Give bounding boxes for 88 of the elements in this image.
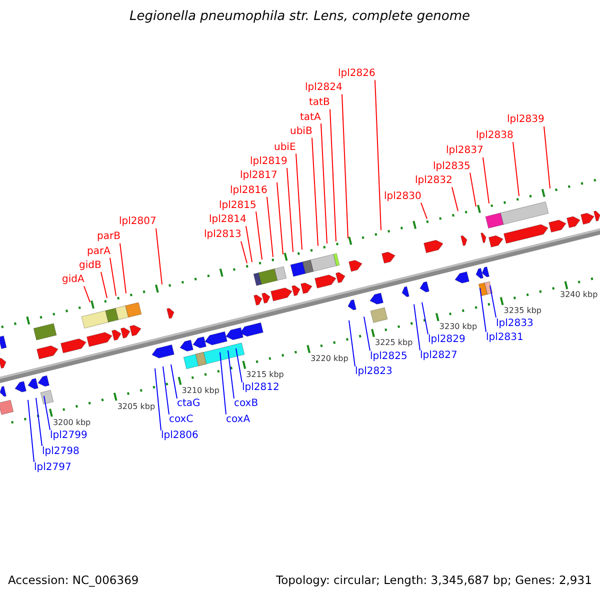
gene-label: lpl2830 xyxy=(384,190,422,202)
leader-line xyxy=(154,368,162,431)
gene-label: lpl2831 xyxy=(486,332,524,344)
scale-label: 3230 kbp xyxy=(439,322,478,332)
leader-line xyxy=(44,395,50,430)
gene-label: gidB xyxy=(79,260,102,272)
gene-label: lpl2833 xyxy=(496,318,534,330)
leader-line xyxy=(320,123,328,244)
gene-label: ubiB xyxy=(290,126,312,138)
gene-label: lpl2825 xyxy=(370,350,408,362)
leader-line xyxy=(470,172,476,208)
gene-label: lpl2798 xyxy=(42,446,80,458)
gene-label: coxC xyxy=(169,414,194,426)
leader-line xyxy=(422,302,428,335)
gene-label: lpl2806 xyxy=(161,430,198,442)
accession-text: Accession: NC_006369 xyxy=(8,574,139,588)
gene-label: parB xyxy=(97,231,120,243)
scale-label: 3215 kbp xyxy=(246,370,284,380)
gene-label: parA xyxy=(87,246,110,258)
leader-line xyxy=(220,352,226,415)
leader-line xyxy=(36,397,42,446)
leader-line xyxy=(246,226,252,263)
gene-label: gidA xyxy=(62,274,84,286)
gene-label: lpl2807 xyxy=(119,216,156,228)
gene-label: lpl2815 xyxy=(219,200,256,212)
gene-label: lpl2829 xyxy=(428,334,466,346)
gene-label: lpl2813 xyxy=(204,229,242,241)
leader-line xyxy=(236,348,242,383)
leader-line xyxy=(374,80,382,231)
leader-line xyxy=(512,142,520,196)
scale-label: 3205 kbp xyxy=(117,402,156,411)
leader-line xyxy=(84,286,90,303)
leader-line xyxy=(240,240,248,264)
scale-label: 3235 kbp xyxy=(504,306,542,316)
leader-line xyxy=(162,366,170,415)
scale-label: 3220 kbp xyxy=(310,354,348,364)
gene-label: lpl2835 xyxy=(433,160,470,172)
leader-line xyxy=(490,285,496,318)
gene-label: lpl2812 xyxy=(242,382,280,394)
gene-label: tatB xyxy=(309,97,330,109)
leader-line xyxy=(364,316,370,352)
gene-label: lpl2826 xyxy=(338,68,376,80)
scale-label: 3200 kbp xyxy=(52,418,91,427)
gene-label: lpl2839 xyxy=(507,114,544,126)
gene-label: lpl2816 xyxy=(230,184,268,196)
leader-line xyxy=(544,126,550,189)
gene-label: tatA xyxy=(300,112,321,124)
genome-summary-text: Topology: circular; Length: 3,345,687 bp; Genes: 2,931 xyxy=(276,574,592,588)
leader-line xyxy=(452,186,458,212)
leader-line xyxy=(480,288,486,332)
gene-label: lpl2823 xyxy=(355,366,392,378)
title: Legionella pneumophila str. Lens, complete genome xyxy=(130,10,470,25)
scale-label: 3225 kbp xyxy=(374,338,413,348)
leader-line xyxy=(256,211,262,260)
leader-line xyxy=(414,304,420,351)
gene-label: lpl2837 xyxy=(446,145,484,157)
leader-line xyxy=(28,399,34,462)
gene-label: lpl2814 xyxy=(209,214,246,226)
leader-line xyxy=(296,153,302,250)
gene-label: coxA xyxy=(226,414,250,426)
gene-label: ubiE xyxy=(274,142,296,154)
leader-line xyxy=(120,242,126,294)
leader-line xyxy=(156,228,162,285)
leader-line xyxy=(482,156,490,204)
gene-label: lpl2824 xyxy=(305,82,342,94)
leader-line xyxy=(276,182,284,255)
gene-label: ctaG xyxy=(177,398,200,410)
scale-label: 3240 kbp xyxy=(560,290,598,300)
leader-line xyxy=(286,168,294,252)
leader-line xyxy=(228,350,234,399)
gene-label: lpl2797 xyxy=(34,462,72,474)
leader-line xyxy=(420,202,428,220)
leader-line xyxy=(312,137,318,246)
gene-label: lpl2799 xyxy=(50,430,88,442)
gene-label: coxB xyxy=(234,398,258,410)
leader-line xyxy=(266,196,274,258)
leader-line xyxy=(170,364,178,399)
gene-label: lpl2832 xyxy=(415,175,452,187)
gene-label: lpl2838 xyxy=(476,130,514,142)
scale-label: 3210 kbp xyxy=(182,386,220,396)
leader-line xyxy=(330,108,336,242)
gene-label: lpl2827 xyxy=(420,350,458,362)
leader-line xyxy=(348,320,356,367)
leader-line xyxy=(342,94,348,239)
gene-label: lpl2819 xyxy=(250,156,288,168)
leader-line xyxy=(100,272,108,298)
gene-label: lpl2817 xyxy=(240,170,278,182)
leader-line xyxy=(110,257,116,296)
